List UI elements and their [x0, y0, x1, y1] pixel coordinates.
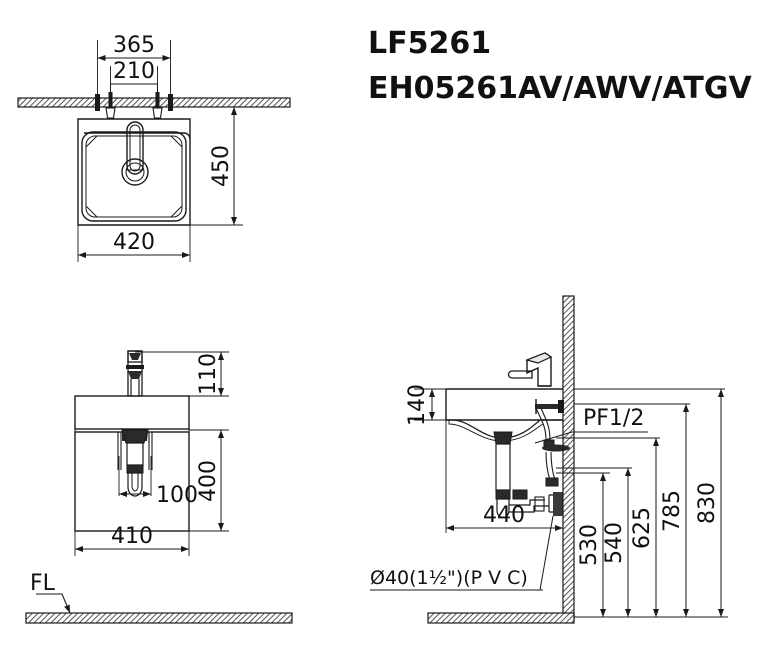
title-model-code: LF5261	[368, 26, 491, 61]
front-dim-400-label: 400	[196, 460, 221, 502]
front-dim-100: 100	[118, 456, 198, 508]
side-floor-band	[427, 612, 575, 624]
plan-dim-365-label: 365	[113, 33, 155, 58]
plan-dim-210: 210	[110, 59, 158, 94]
plan-dim-365: 365	[97, 33, 171, 61]
side-supply-spec: PF1/2	[534, 406, 648, 444]
side-dim-530: 530	[577, 473, 606, 617]
plan-faucet	[121, 121, 149, 186]
side-supply-spec-label: PF1/2	[583, 406, 644, 431]
side-faucet	[507, 352, 553, 387]
side-drain-spec-leader: Ø40(1½")(P V C)	[370, 515, 554, 591]
side-dim-785-label: 785	[660, 490, 685, 532]
side-dim-785: 785	[660, 404, 689, 617]
front-floor-band	[25, 612, 293, 624]
side-dim-140: 140	[405, 384, 446, 426]
side-dim-830-label: 830	[695, 482, 720, 524]
side-wall-bracket	[535, 399, 564, 414]
side-dim-540: 540	[602, 468, 631, 617]
plan-bracket-marks	[95, 94, 173, 111]
side-dim-440-label: 440	[483, 503, 525, 528]
side-dim-625-label: 625	[630, 507, 655, 549]
top-plan-view: 365 210 420 450	[17, 33, 291, 262]
front-dim-410-label: 410	[111, 524, 153, 549]
side-drain-trap	[493, 407, 570, 519]
plan-dim-450-label: 450	[209, 145, 234, 187]
front-dim-110: 110	[196, 352, 224, 396]
side-witness-lines	[556, 388, 725, 474]
front-fl-leader: FL	[30, 571, 71, 614]
side-drain-spec-label: Ø40(1½")(P V C)	[370, 567, 528, 589]
plan-dim-420: 420	[78, 230, 190, 258]
side-dim-440: 440	[445, 420, 564, 533]
front-dim-410: 410	[75, 524, 189, 552]
front-dim-110-label: 110	[196, 353, 221, 395]
title-block: LF5261 EH05261AV/AWV/ATGV	[368, 26, 752, 106]
plan-wall-band	[17, 97, 291, 108]
front-elevation-view: 110 400 100 410 FL	[25, 350, 293, 624]
front-fl-label: FL	[30, 571, 56, 596]
title-variant-codes: EH05261AV/AWV/ATGV	[368, 71, 752, 106]
side-dim-140-label: 140	[405, 384, 430, 426]
front-dim-100-label: 100	[156, 483, 198, 508]
side-dim-830: 830	[695, 389, 724, 617]
side-dim-530-label: 530	[577, 524, 602, 566]
side-dim-625: 625	[630, 438, 659, 617]
plan-dim-450: 450	[209, 107, 237, 225]
front-dim-400: 400	[196, 430, 224, 531]
side-section-view: Ø40(1½")(P V C) PF1/2 140 440	[370, 295, 728, 624]
side-wall-band	[562, 295, 575, 622]
plan-dim-420-label: 420	[113, 230, 155, 255]
plan-dim-210-label: 210	[113, 59, 155, 84]
side-dim-540-label: 540	[602, 522, 627, 564]
